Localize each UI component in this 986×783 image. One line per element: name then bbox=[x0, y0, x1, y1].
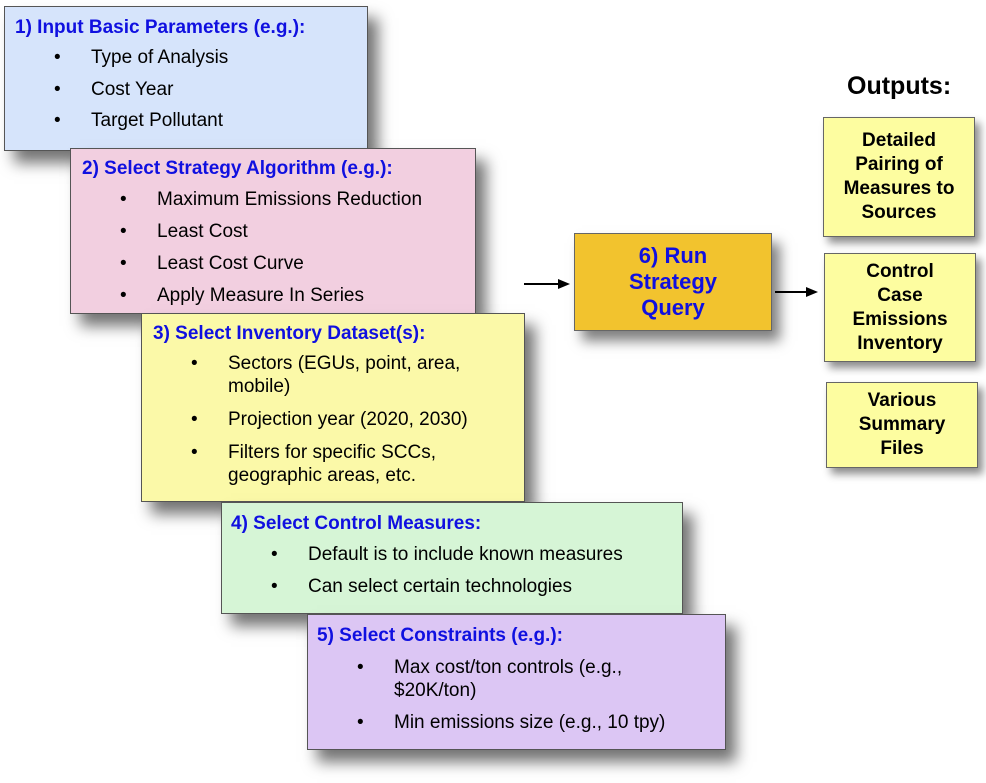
step-4-title: 4) Select Control Measures: bbox=[231, 513, 482, 534]
step-4-item: Can select certain technologies bbox=[271, 575, 572, 598]
outputs-heading: Outputs: bbox=[847, 72, 952, 100]
run-strategy-label: 6) Run Strategy Query bbox=[628, 243, 718, 320]
step-1-item: Target Pollutant bbox=[54, 109, 223, 132]
output-inventory-box: Control Case Emissions Inventory bbox=[824, 253, 976, 362]
output-inventory-label: Control Case Emissions Inventory bbox=[852, 260, 948, 354]
output-pairing-box: Detailed Pairing of Measures to Sources bbox=[823, 117, 975, 237]
arrow-to-outputs-icon bbox=[775, 287, 818, 297]
step-2-item: Apply Measure In Series bbox=[120, 284, 364, 307]
step-2-title: 2) Select Strategy Algorithm (e.g.): bbox=[82, 158, 393, 179]
step-2-item: Maximum Emissions Reduction bbox=[120, 188, 422, 211]
step-4-item: Default is to include known measures bbox=[271, 543, 623, 566]
output-summary-label: Various Summary Files bbox=[858, 390, 946, 459]
step-2-item: Least Cost Curve bbox=[120, 252, 304, 275]
step-5-title: 5) Select Constraints (e.g.): bbox=[317, 625, 563, 646]
step-1-title: 1) Input Basic Parameters (e.g.): bbox=[15, 17, 306, 38]
step-1-item: Cost Year bbox=[54, 78, 174, 101]
step-5-item: Max cost/ton controls (e.g., $20K/ton) bbox=[357, 656, 684, 702]
step-5-item: Min emissions size (e.g., 10 tpy) bbox=[357, 711, 665, 734]
arrow-to-run-icon bbox=[524, 279, 570, 289]
run-strategy-box: 6) Run Strategy Query bbox=[574, 233, 772, 331]
step-5-box: 5) Select Constraints (e.g.): Max cost/t… bbox=[307, 614, 726, 750]
output-pairing-label: Detailed Pairing of Measures to Sources bbox=[843, 130, 955, 223]
step-3-item: Projection year (2020, 2030) bbox=[191, 408, 468, 431]
step-1-box: 1) Input Basic Parameters (e.g.): Type o… bbox=[4, 6, 368, 151]
step-2-item: Least Cost bbox=[120, 220, 248, 243]
step-2-box: 2) Select Strategy Algorithm (e.g.): Max… bbox=[70, 148, 476, 314]
step-3-box: 3) Select Inventory Dataset(s): Sectors … bbox=[141, 313, 525, 502]
step-1-item: Type of Analysis bbox=[54, 46, 228, 69]
output-summary-box: Various Summary Files bbox=[826, 382, 978, 468]
step-3-title: 3) Select Inventory Dataset(s): bbox=[153, 323, 426, 344]
step-4-box: 4) Select Control Measures: Default is t… bbox=[221, 502, 683, 614]
step-3-item: Filters for specific SCCs, geographic ar… bbox=[191, 441, 478, 487]
step-3-item: Sectors (EGUs, point, area, mobile) bbox=[191, 352, 508, 398]
